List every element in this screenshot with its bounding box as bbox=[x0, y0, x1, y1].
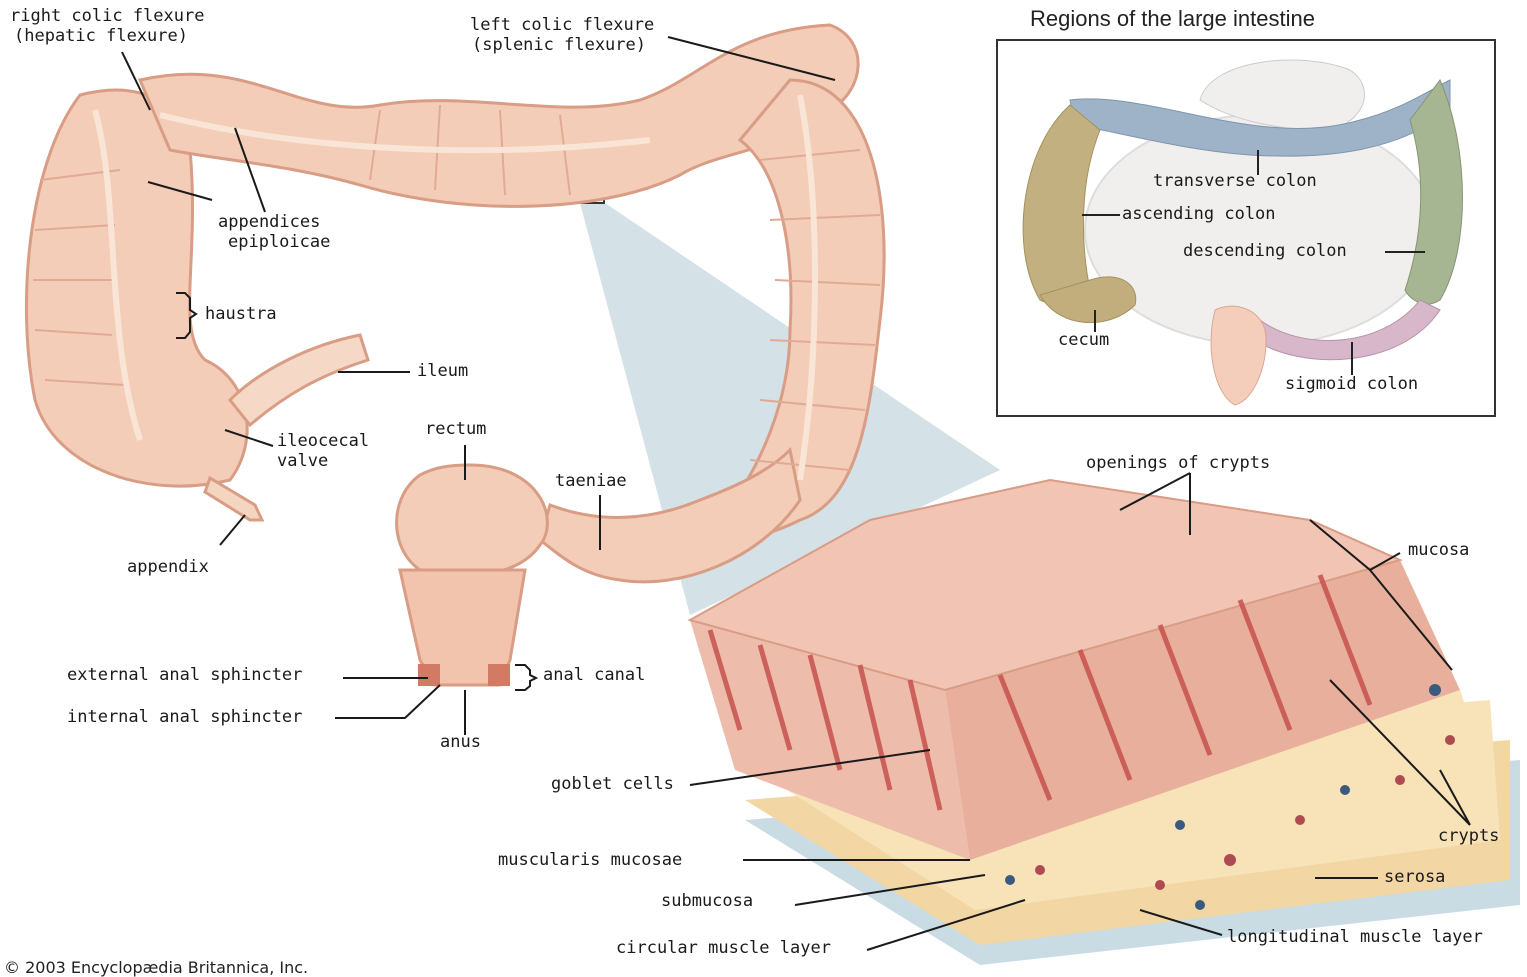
colon-wall-section bbox=[690, 480, 1520, 965]
label-muscularis-mucosae: muscularis mucosae bbox=[498, 850, 682, 870]
label-splenic-flexure: (splenic flexure) bbox=[472, 35, 646, 55]
label-descending-colon: descending colon bbox=[1183, 241, 1347, 261]
label-ileum: ileum bbox=[417, 361, 468, 381]
external-sphincter-right bbox=[488, 664, 510, 686]
label-longitudinal-muscle-layer: longitudinal muscle layer bbox=[1227, 927, 1483, 947]
label-mucosa: mucosa bbox=[1408, 540, 1469, 560]
label-anus: anus bbox=[440, 732, 481, 752]
regions-inset bbox=[997, 40, 1495, 416]
label-crypts: crypts bbox=[1438, 826, 1499, 846]
label-ascending-colon: ascending colon bbox=[1122, 204, 1276, 224]
label-right-colic-flexure: right colic flexure bbox=[10, 6, 204, 26]
label-cecum: cecum bbox=[1058, 330, 1109, 350]
label-serosa: serosa bbox=[1384, 867, 1445, 887]
ileum-shape bbox=[230, 335, 368, 425]
label-ileocecal: ileocecal bbox=[277, 431, 369, 451]
label-openings-of-crypts: openings of crypts bbox=[1086, 453, 1270, 473]
label-anal-canal: anal canal bbox=[543, 665, 645, 685]
label-sigmoid-colon: sigmoid colon bbox=[1285, 374, 1418, 394]
label-appendix: appendix bbox=[127, 557, 209, 577]
label-epiploicae: epiploicae bbox=[228, 232, 330, 252]
label-internal-anal-sphincter: internal anal sphincter bbox=[67, 707, 302, 727]
label-transverse-colon: transverse colon bbox=[1153, 171, 1317, 191]
label-valve: valve bbox=[277, 451, 328, 471]
label-goblet-cells: goblet cells bbox=[551, 774, 674, 794]
label-taeniae: taeniae bbox=[555, 471, 627, 491]
rectum-shape bbox=[397, 465, 548, 577]
label-external-anal-sphincter: external anal sphincter bbox=[67, 665, 302, 685]
label-appendices: appendices bbox=[218, 212, 320, 232]
label-circular-muscle-layer: circular muscle layer bbox=[616, 938, 831, 958]
inset-title: Regions of the large intestine bbox=[1030, 6, 1315, 32]
label-submucosa: submucosa bbox=[661, 891, 753, 911]
external-sphincter-left bbox=[418, 664, 440, 686]
label-hepatic-flexure: (hepatic flexure) bbox=[14, 26, 188, 46]
copyright-notice: © 2003 Encyclopædia Britannica, Inc. bbox=[4, 958, 308, 977]
appendix-shape bbox=[205, 478, 262, 520]
label-rectum: rectum bbox=[425, 419, 486, 439]
label-haustra: haustra bbox=[205, 304, 277, 324]
label-left-colic-flexure: left colic flexure bbox=[470, 15, 654, 35]
